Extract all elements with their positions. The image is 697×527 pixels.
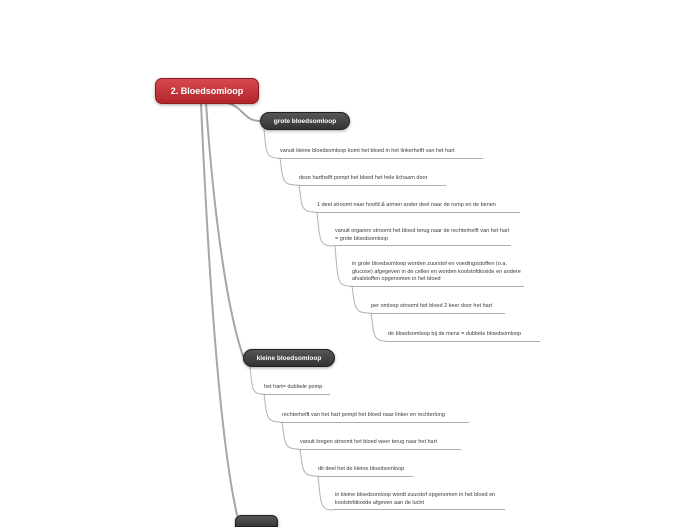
subtopic-text: vanuit kleine bloedsomloop komt het bloe…: [280, 148, 455, 154]
subtopic-text: dit deel het de kleine bloedsomloop: [318, 466, 405, 472]
connector-grote-6: [351, 285, 370, 314]
kleine-subtopic-2[interactable]: rechterhelft van het hart pompt het bloe…: [280, 412, 469, 423]
grote-subtopic-2[interactable]: deze harthelft pompt het bloed het hele …: [297, 175, 446, 186]
kleine-subtopic-3[interactable]: vanuit longen stroomt het bloed weer ter…: [298, 439, 461, 450]
subtopic-text: in grote bloedsomloop worden zuurstof en…: [352, 261, 521, 282]
connector-root-grote: [227, 102, 261, 122]
grote-subtopic-1[interactable]: vanuit kleine bloedsomloop komt het bloe…: [278, 148, 483, 159]
subtopic-text: vanuit longen stroomt het bloed weer ter…: [300, 439, 437, 445]
connector-grote-3: [298, 184, 316, 213]
connector-grote-1: [263, 128, 279, 159]
branch-topic-label: grote bloedsomloop: [273, 117, 337, 125]
subtopic-text: rechterhelft van het hart pompt het bloe…: [282, 412, 445, 418]
connector-root-partial: [200, 102, 238, 516]
subtopic-text: per omloop stroomt het bloed 2 keer door…: [371, 303, 493, 309]
grote-subtopic-7[interactable]: de bloedsomloop bij de mens = dubbele bl…: [386, 331, 540, 342]
branch-topic-kleine-bloedsomloop[interactable]: kleine bloedsomloop: [243, 349, 335, 367]
branch-topic-grote-bloedsomloop[interactable]: grote bloedsomloop: [260, 112, 350, 130]
subtopic-text: deze harthelft pompt het bloed het hele …: [299, 175, 428, 181]
grote-subtopic-3[interactable]: 1 deel stroomt naar hoofd & armen ander …: [315, 202, 520, 213]
subtopic-text: de bloedsomloop bij de mens = dubbele bl…: [388, 331, 522, 337]
kleine-subtopic-4[interactable]: dit deel het de kleine bloedsomloop: [316, 466, 413, 477]
grote-subtopic-4[interactable]: vanuit organen stroomt het bloed terug n…: [333, 228, 511, 246]
connector-grote-5: [334, 245, 351, 287]
connector-kleine-3: [281, 421, 299, 450]
kleine-subtopic-5[interactable]: in kleine bloedsomloop wordt zuurstof op…: [333, 492, 505, 510]
connector-kleine-4: [299, 448, 317, 477]
branch-topic-label: kleine bloedsomloop: [256, 354, 322, 362]
connector-grote-2: [279, 157, 298, 186]
connector-grote-4: [316, 211, 334, 247]
connector-kleine-2: [263, 393, 281, 423]
root-topic[interactable]: 2. Bloedsomloop: [155, 78, 259, 104]
grote-subtopic-5[interactable]: in grote bloedsomloop worden zuurstof en…: [350, 261, 524, 287]
connector-root-kleine: [205, 102, 244, 357]
subtopic-text: 1 deel stroomt naar hoofd & armen ander …: [317, 202, 496, 208]
connector-kleine-1: [249, 365, 263, 395]
subtopic-text: vanuit organen stroomt het bloed terug n…: [335, 228, 510, 242]
kleine-subtopic-1[interactable]: het hart= dubbele pomp: [262, 384, 330, 395]
connector-grote-7: [370, 312, 387, 342]
subtopic-text: het hart= dubbele pomp: [264, 384, 323, 390]
branch-topic-partial[interactable]: [235, 515, 278, 527]
grote-subtopic-6[interactable]: per omloop stroomt het bloed 2 keer door…: [369, 303, 505, 314]
connector-kleine-5: [317, 475, 334, 511]
subtopic-text: in kleine bloedsomloop wordt zuurstof op…: [335, 492, 496, 506]
root-topic-label: 2. Bloedsomloop: [170, 86, 244, 96]
